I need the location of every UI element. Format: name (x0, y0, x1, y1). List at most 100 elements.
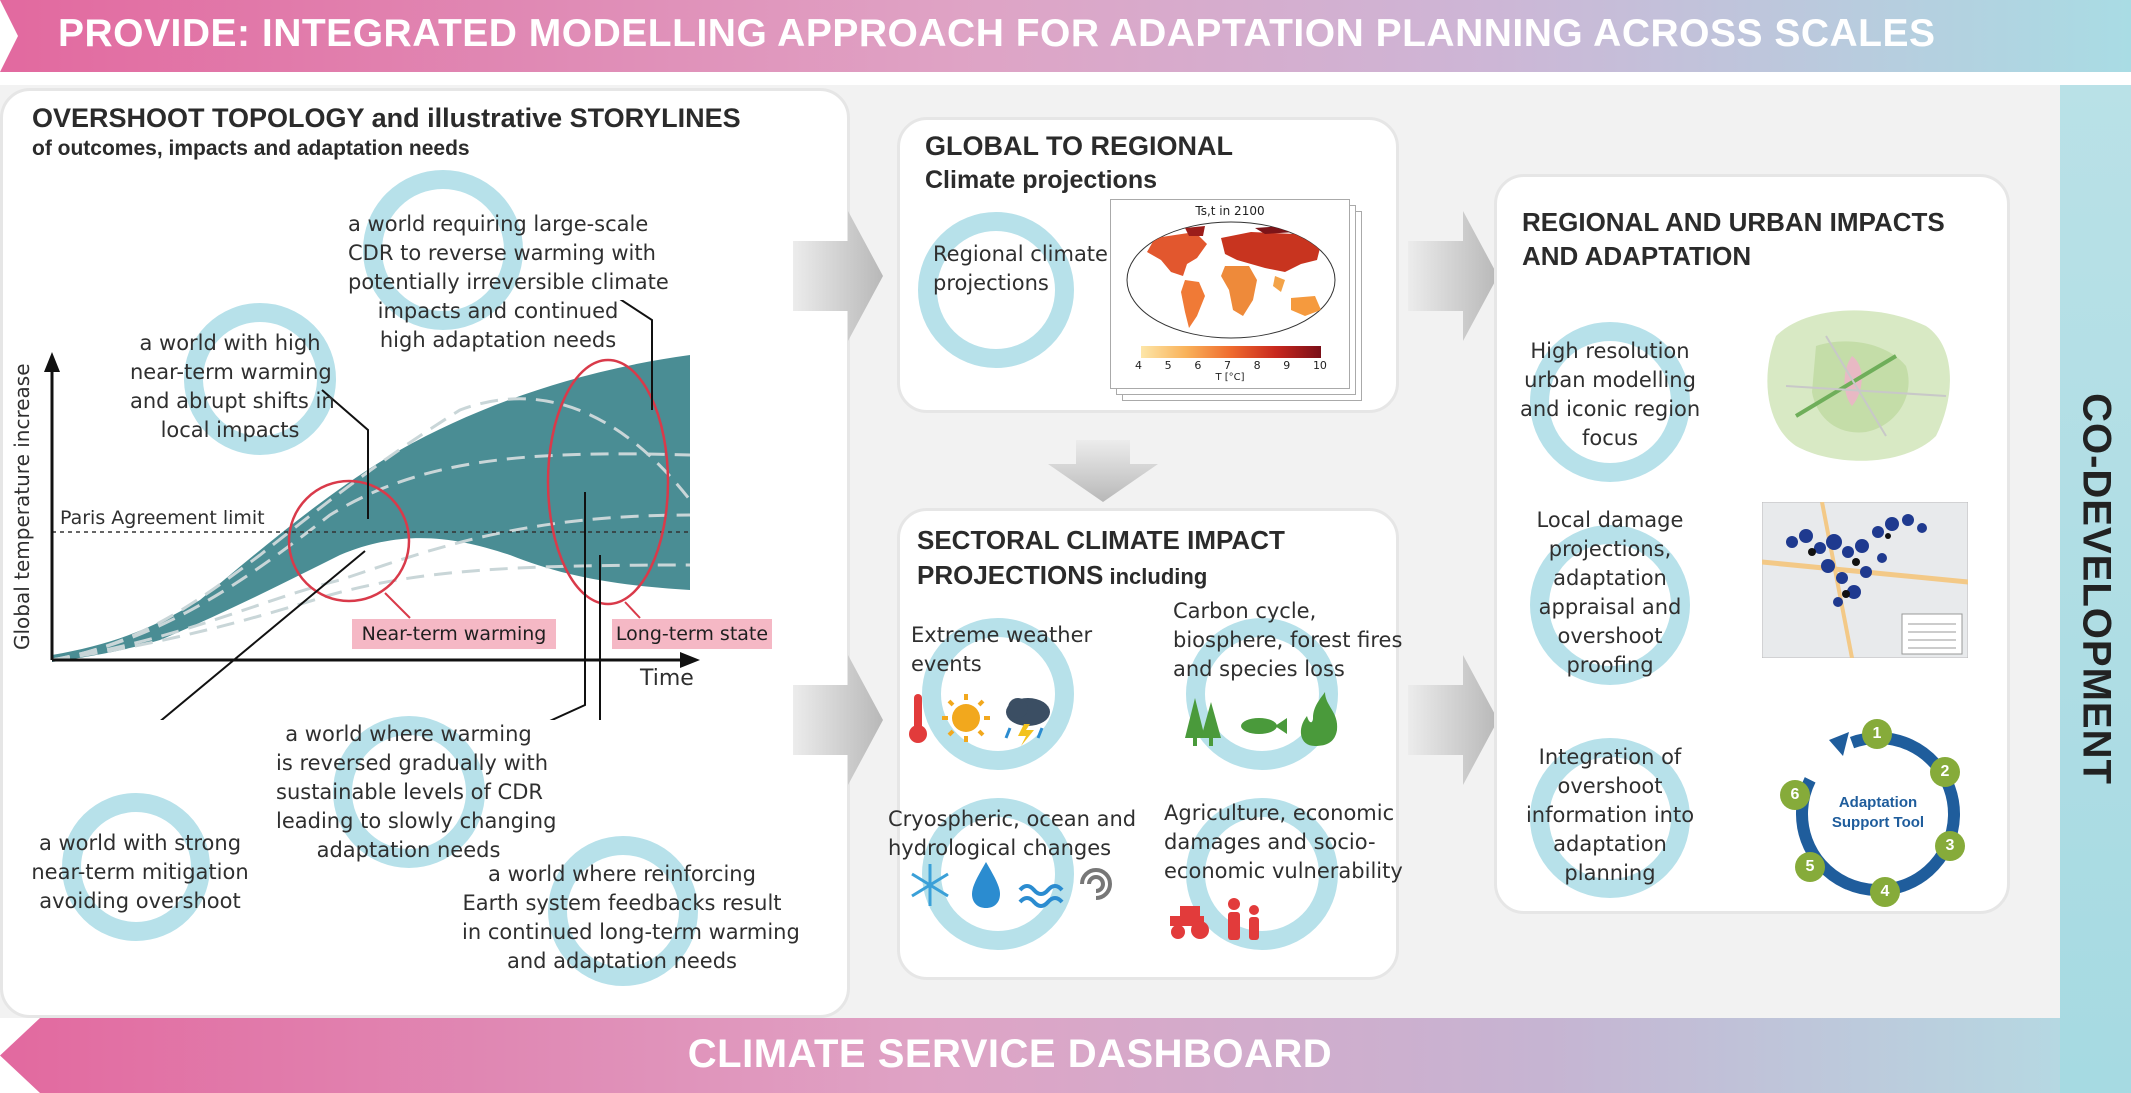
regional-damage-text: Local damage projections, adaptation app… (1520, 506, 1700, 680)
storyline-feedbacks-line: a world where reinforcing (488, 862, 756, 886)
storyline-gradual: a world where warming is reversed gradua… (276, 720, 557, 865)
y-axis-arrowhead (44, 352, 60, 372)
sector-agri-line: damages and socio- (1164, 830, 1376, 854)
sector-agri-line: economic vulnerability (1164, 859, 1403, 883)
cycle-step-badge: 5 (1795, 852, 1825, 882)
fire-icon (1300, 692, 1338, 746)
paris-label: Paris Agreement limit (60, 507, 265, 529)
sector-cryo-line: hydrological changes (888, 836, 1112, 860)
regional-urban-line: and iconic region (1520, 397, 1701, 421)
cycle-step-badge: 4 (1870, 877, 1900, 907)
long-term-ellipse (546, 358, 670, 606)
scenario-line-cdr (51, 397, 692, 662)
storyline-high-warming-line: near-term warming (130, 360, 332, 384)
near-term-tag: Near-term warming (352, 619, 556, 649)
scenario-line-mitigation (51, 563, 691, 662)
sector-agri-line: Agriculture, economic (1164, 801, 1395, 825)
map-unit: T [°C] (1215, 372, 1245, 383)
map-title: Ts,t in 2100 (1195, 204, 1265, 218)
map-colorbar (1141, 346, 1321, 358)
family-icon (1228, 898, 1259, 940)
long-term-connector (624, 601, 641, 619)
storyline-feedbacks-line: Earth system feedbacks result (462, 891, 782, 915)
storyline-high-warming: a world with high near-term warming and … (130, 329, 335, 445)
storyline-mitigation: a world with strong near-term mitigation… (30, 829, 250, 916)
storyline-high-warming-line: a world with high (139, 331, 321, 355)
flow-arrow-4 (1408, 655, 1498, 785)
storyline-gradual-line: sustainable levels of CDR (276, 780, 543, 804)
sector-carbon-line: biosphere, forest fires (1173, 628, 1403, 652)
sector-cryo-text: Cryospheric, ocean and hydrological chan… (888, 805, 1136, 863)
x-axis-label: Time (640, 666, 694, 691)
scenario-line-feedbacks (51, 452, 691, 662)
cycle-step-badge: 6 (1780, 780, 1810, 810)
y-axis-label: Global temperature increase (10, 363, 34, 650)
storyline-mitigation-line: avoiding overshoot (39, 889, 241, 913)
global-ring-text-line: projections (933, 271, 1049, 295)
storyline-mitigation-line: a world with strong (38, 831, 242, 855)
regional-integration-line: overshoot (1557, 774, 1663, 798)
flow-arrow-down (1048, 440, 1158, 502)
overshoot-title-bold: OVERSHOOT TOPOLOGY (32, 103, 365, 133)
storm-cloud-icon (1004, 698, 1050, 746)
sector-cryo-line: Cryospheric, ocean and (888, 807, 1137, 831)
leader-high-warming (321, 389, 369, 519)
tractor-icon (1170, 906, 1209, 939)
storyline-gradual-line: is reversed gradually with (276, 751, 549, 775)
map-tick: 8 (1253, 359, 1261, 372)
adaptation-cycle (1796, 732, 1960, 896)
map-tick: 6 (1194, 359, 1202, 372)
sector-carbon-line: Carbon cycle, (1173, 599, 1317, 623)
storyline-gradual-line: a world where warming (285, 722, 532, 746)
regional-urban-line: focus (1581, 426, 1639, 450)
urban-model-map (1756, 296, 1964, 476)
regional-damage-line: adaptation (1553, 566, 1667, 590)
storyline-high-warming-line: and abrupt shifts in (130, 389, 335, 413)
water-drop-icon (972, 862, 1000, 908)
global-title-1: GLOBAL TO REGIONAL (925, 131, 1234, 161)
sector-extreme-line: Extreme weather (911, 623, 1093, 647)
map-sheet-front: Ts,t in 2100 4 5 6 7 8 9 10 T [°C] (1110, 199, 1350, 389)
flow-arrow-3 (1408, 211, 1498, 341)
adaptation-tool-label-line: Adaptation (1838, 794, 1918, 811)
regional-integration-line: information into (1525, 803, 1695, 827)
cyclone-icon (1080, 868, 1112, 900)
near-term-ellipse (287, 479, 411, 603)
co-development-bar: CO-DEVELOPMENT (2060, 85, 2131, 1093)
cycle-step-badge: 1 (1862, 719, 1892, 749)
cryo-icons (911, 862, 1112, 908)
adaptation-tool-label: Adaptation Support Tool (1773, 793, 1983, 833)
flow-arrow-2 (793, 655, 883, 785)
regional-damage-line: Local damage (1536, 508, 1684, 532)
storyline-gradual-line: leading to slowly changing (276, 809, 557, 833)
regional-integration-line: planning (1564, 861, 1656, 885)
top-banner: PROVIDE: INTEGRATED MODELLING APPROACH F… (0, 0, 2131, 72)
banner-title: PROVIDE: INTEGRATED MODELLING APPROACH F… (58, 12, 1936, 55)
sector-title-2-rest: including (1103, 564, 1208, 589)
overshoot-title: OVERSHOOT TOPOLOGY and illustrative STOR… (32, 103, 741, 134)
sector-extreme-line: events (911, 652, 982, 676)
regional-integration-line: adaptation (1553, 832, 1667, 856)
flow-arrow-1 (793, 211, 883, 341)
overshoot-subtitle: of outcomes, impacts and adaptation need… (32, 137, 470, 160)
regional-damage-line: proofing (1566, 653, 1654, 677)
leader-gradual (549, 492, 586, 720)
map-tick: 4 (1135, 359, 1142, 372)
regional-urban-line: urban modelling (1524, 368, 1696, 392)
snowflake-icon (911, 864, 949, 906)
map-tick: 9 (1283, 359, 1291, 372)
storyline-high-warming-line: local impacts (160, 418, 300, 442)
fish-icon (1241, 718, 1287, 734)
waves-icon (1018, 884, 1064, 908)
world-map (1126, 221, 1336, 339)
thermometer-icon (909, 694, 927, 743)
scenario-line-gradual (51, 513, 691, 662)
storyline-cdr-line: a world requiring large-scale (348, 212, 649, 236)
regional-damage-line: appraisal and (1538, 595, 1682, 619)
sector-extreme-text: Extreme weather events (911, 621, 1092, 679)
regional-urban-text: High resolution urban modelling and icon… (1520, 337, 1700, 453)
map-tick: 7 (1223, 359, 1231, 372)
dashboard-title: CLIMATE SERVICE DASHBOARD (687, 1032, 1333, 1076)
cycle-step-badge: 3 (1935, 831, 1965, 861)
regional-integration-line: Integration of (1538, 745, 1682, 769)
